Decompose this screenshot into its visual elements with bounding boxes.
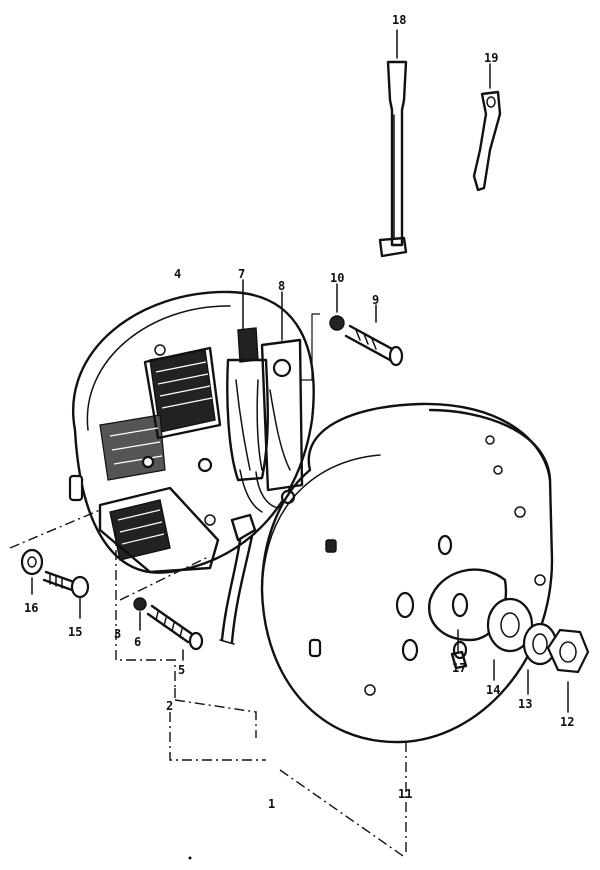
callout-17: 17	[452, 661, 466, 675]
assembly-leaders	[9, 509, 407, 859]
callout-12: 12	[560, 715, 574, 729]
callout-4: 4	[174, 267, 181, 281]
part-6-washer	[133, 597, 147, 631]
callout-11: 11	[398, 787, 412, 801]
part-5-screw	[146, 604, 204, 661]
stator-base-plate	[68, 290, 315, 574]
callout-2: 2	[166, 699, 173, 713]
part-9-screw	[344, 304, 404, 367]
lead-wire	[219, 469, 279, 645]
part-14-washer	[486, 597, 534, 681]
callout-16: 16	[24, 601, 38, 615]
callout-18: 18	[392, 13, 406, 27]
callout-6: 6	[134, 635, 141, 649]
callout-13: 13	[518, 697, 532, 711]
stray-dot	[188, 856, 192, 860]
part-10-washer	[329, 283, 345, 331]
callout-1: 1	[268, 797, 275, 811]
part-19-clamp	[472, 63, 502, 192]
part-16-washer	[20, 548, 44, 595]
callout-8: 8	[278, 279, 285, 293]
callout-labels: 18 19 4 7 8 10 9 16 15 3 6 5 2 1 11 17 1…	[24, 13, 574, 811]
part-7-pickup-coil	[226, 279, 269, 482]
callout-10: 10	[330, 271, 344, 285]
callout-7: 7	[238, 267, 245, 281]
callout-19: 19	[484, 51, 498, 65]
part-15-screw	[42, 570, 90, 619]
callout-5: 5	[178, 663, 185, 677]
part-4-generator-coil	[99, 346, 222, 481]
part-13-lock-washer	[522, 622, 558, 695]
callout-14: 14	[486, 683, 500, 697]
part-18-rod	[378, 29, 408, 258]
part-11-flywheel-rotor	[260, 402, 554, 744]
part-12-nut	[546, 628, 590, 713]
leader-9-10	[300, 313, 320, 381]
callout-9: 9	[372, 293, 379, 307]
callout-15: 15	[68, 625, 82, 639]
part-3-lower-coil	[98, 486, 220, 574]
callout-3: 3	[114, 627, 121, 641]
part-17-key	[450, 629, 468, 670]
